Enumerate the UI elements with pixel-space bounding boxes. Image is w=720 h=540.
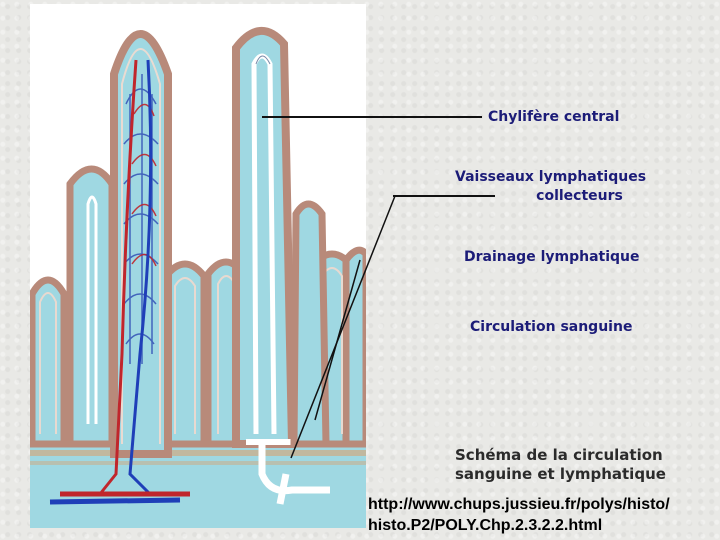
label-drainage-text: Drainage lymphatique	[464, 248, 640, 267]
url-line2[interactable]: histo.P2/POLY.Chp.2.3.2.2.html	[368, 515, 670, 536]
label-chylifere-text: Chylifère central	[488, 108, 619, 127]
figure-caption: Schéma de la circulation sanguine et lym…	[455, 446, 666, 484]
source-url[interactable]: http://www.chups.jussieu.fr/polys/histo/…	[368, 494, 670, 536]
label-vaisseaux-line1: Vaisseaux lymphatiques	[455, 168, 646, 187]
label-vaisseaux-line2: collecteurs	[513, 187, 646, 206]
caption-line2: sanguine et lymphatique	[455, 465, 666, 484]
url-line1[interactable]: http://www.chups.jussieu.fr/polys/histo/	[368, 494, 670, 515]
label-circulation-text: Circulation sanguine	[470, 318, 632, 337]
villi-illustration	[30, 4, 366, 528]
label-chylifere-central: Chylifère central	[488, 108, 619, 127]
label-drainage-lymphatique: Drainage lymphatique	[464, 248, 640, 267]
label-circulation-sanguine: Circulation sanguine	[470, 318, 632, 337]
leader-line-chylifere	[262, 116, 482, 118]
caption-line1: Schéma de la circulation	[455, 446, 666, 465]
label-vaisseaux-lymphatiques: Vaisseaux lymphatiques collecteurs	[455, 168, 646, 206]
